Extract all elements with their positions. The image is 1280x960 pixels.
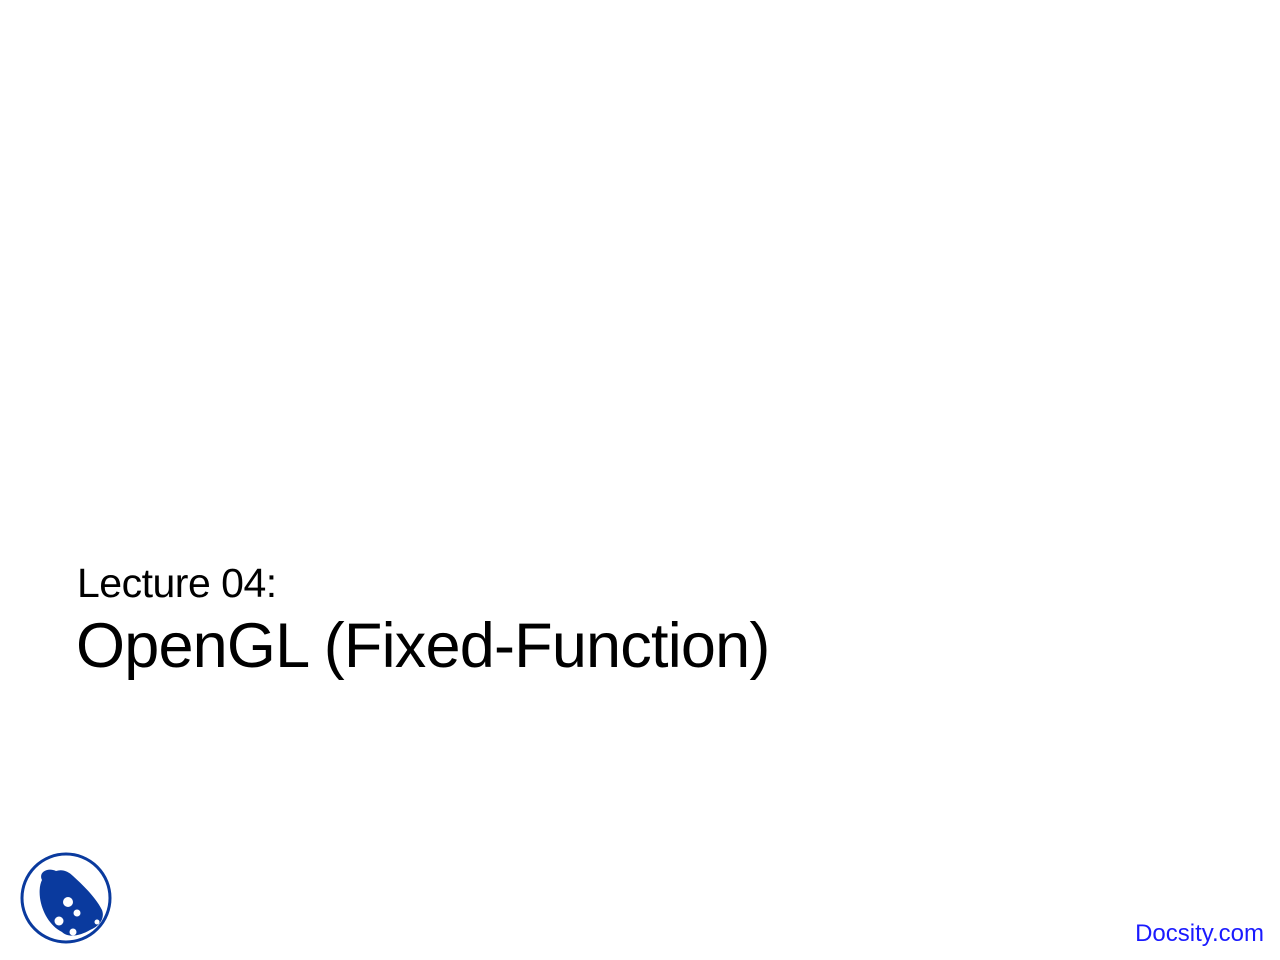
slide-title: OpenGL (Fixed-Function) xyxy=(76,611,770,681)
docsity-logo-icon xyxy=(18,850,114,946)
lecture-number: Lecture 04: xyxy=(77,560,277,606)
docsity-link[interactable]: Docsity.com xyxy=(1135,920,1264,947)
